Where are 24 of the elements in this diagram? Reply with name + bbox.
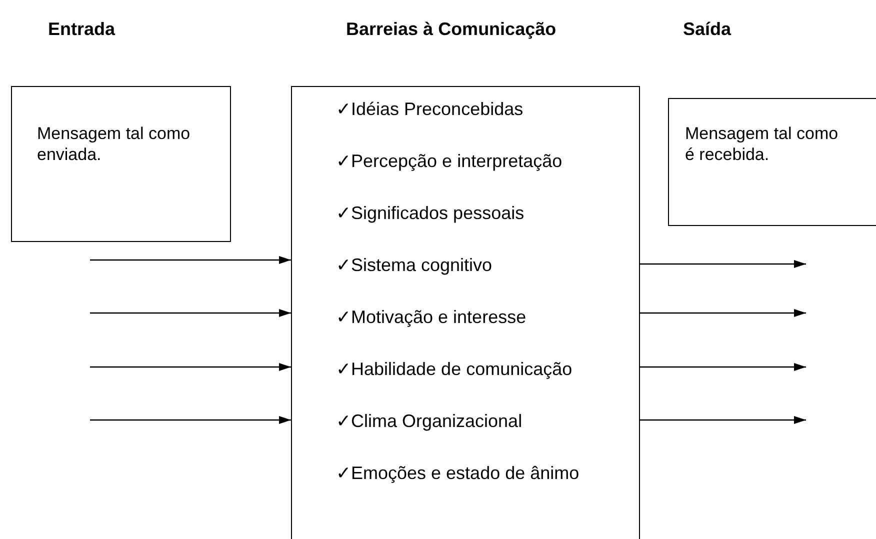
arrow [640, 260, 806, 268]
list-item: ✓Percepção e interpretação [336, 150, 562, 173]
barrier-box [291, 86, 640, 539]
arrow [640, 416, 806, 424]
arrow [90, 309, 291, 317]
arrow [640, 363, 806, 371]
arrow [640, 309, 806, 317]
list-item: ✓Idéias Preconcebidas [336, 98, 524, 121]
list-item: ✓Significados pessoais [336, 202, 524, 225]
arrow [90, 363, 291, 371]
list-item: ✓Emoções e estado de ânimo [336, 462, 580, 485]
arrow [90, 256, 291, 264]
message-box [668, 98, 876, 226]
column-heading: Barreias à Comunicação [346, 18, 556, 41]
message-text: Mensagem tal como é recebida. [685, 123, 840, 165]
list-item: ✓Clima Organizacional [336, 410, 522, 433]
column-heading: Saída [683, 18, 732, 41]
column-heading: Entrada [48, 18, 116, 41]
list-item: ✓Motivação e interesse [336, 306, 526, 329]
list-item: ✓Sistema cognitivo [336, 254, 492, 277]
message-text: Mensagem tal como enviada. [37, 123, 192, 165]
message-box [11, 86, 231, 242]
arrow [90, 416, 291, 424]
list-item: ✓Habilidade de comunicação [336, 358, 572, 381]
